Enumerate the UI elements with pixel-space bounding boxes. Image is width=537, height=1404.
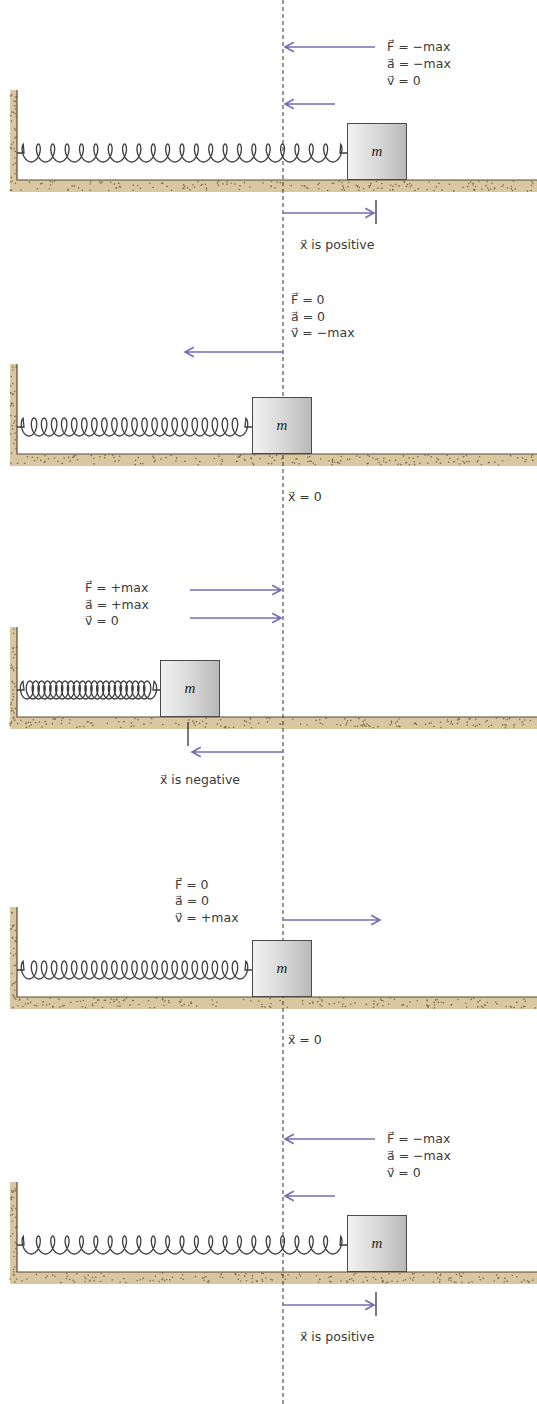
- spring: [17, 418, 252, 436]
- ground: [10, 907, 537, 1009]
- mass-label: m: [277, 960, 288, 977]
- position-tick: [375, 200, 376, 224]
- spring: [17, 144, 347, 162]
- position-tick: [187, 722, 188, 746]
- vector-arrow: [283, 915, 380, 925]
- vector-value: v⃗ = 0: [85, 613, 119, 629]
- vector-arrow: [285, 99, 335, 109]
- position-label: x⃗ is positive: [300, 1329, 374, 1345]
- vector-arrow: [283, 208, 374, 218]
- vector-arrow: [285, 1191, 335, 1201]
- vector-value: F⃗ = −max: [387, 39, 450, 55]
- ground: [9, 627, 537, 729]
- vector-value: a⃗ = 0: [175, 893, 209, 909]
- spring: [17, 1236, 347, 1254]
- vector-arrow: [285, 1134, 375, 1144]
- vector-value: v⃗ = +max: [175, 910, 239, 926]
- vector-arrow: [185, 347, 283, 357]
- vector-value: F⃗ = −max: [387, 1131, 450, 1147]
- position-label: x⃗ is negative: [160, 772, 240, 788]
- mass-block: m: [160, 660, 220, 717]
- vector-value: v⃗ = 0: [387, 1165, 421, 1181]
- ground: [10, 364, 537, 466]
- position-label: x⃗ is positive: [300, 237, 374, 253]
- mass-label: m: [372, 1235, 383, 1252]
- mass-block: m: [252, 940, 312, 997]
- vector-value: F⃗ = 0: [291, 292, 325, 308]
- vector-value: v⃗ = 0: [387, 73, 421, 89]
- ground: [9, 90, 537, 192]
- vector-value: a⃗ = −max: [387, 1148, 451, 1164]
- spring: [17, 681, 160, 699]
- vector-value: F⃗ = 0: [175, 877, 209, 893]
- equilibrium-line: [283, 0, 284, 1404]
- mass-label: m: [372, 143, 383, 160]
- vector-value: a⃗ = 0: [291, 309, 325, 325]
- vector-arrow: [190, 613, 281, 623]
- vector-arrow: [283, 1300, 374, 1310]
- mass-block: m: [347, 123, 407, 180]
- vector-value: F⃗ = +max: [85, 580, 148, 596]
- vector-value: a⃗ = −max: [387, 56, 451, 72]
- mass-block: m: [252, 397, 312, 454]
- vector-arrow: [192, 747, 283, 757]
- mass-block: m: [347, 1215, 407, 1272]
- mass-label: m: [277, 417, 288, 434]
- vector-arrow: [190, 585, 281, 595]
- position-label: x⃗ = 0: [288, 1032, 322, 1048]
- ground: [9, 1182, 537, 1284]
- vector-value: a⃗ = +max: [85, 597, 149, 613]
- vector-value: v⃗ = −max: [291, 325, 355, 341]
- vector-arrow: [285, 42, 375, 52]
- spring: [17, 961, 252, 979]
- position-tick: [375, 1292, 376, 1316]
- mass-label: m: [185, 680, 196, 697]
- position-label: x⃗ = 0: [288, 489, 322, 505]
